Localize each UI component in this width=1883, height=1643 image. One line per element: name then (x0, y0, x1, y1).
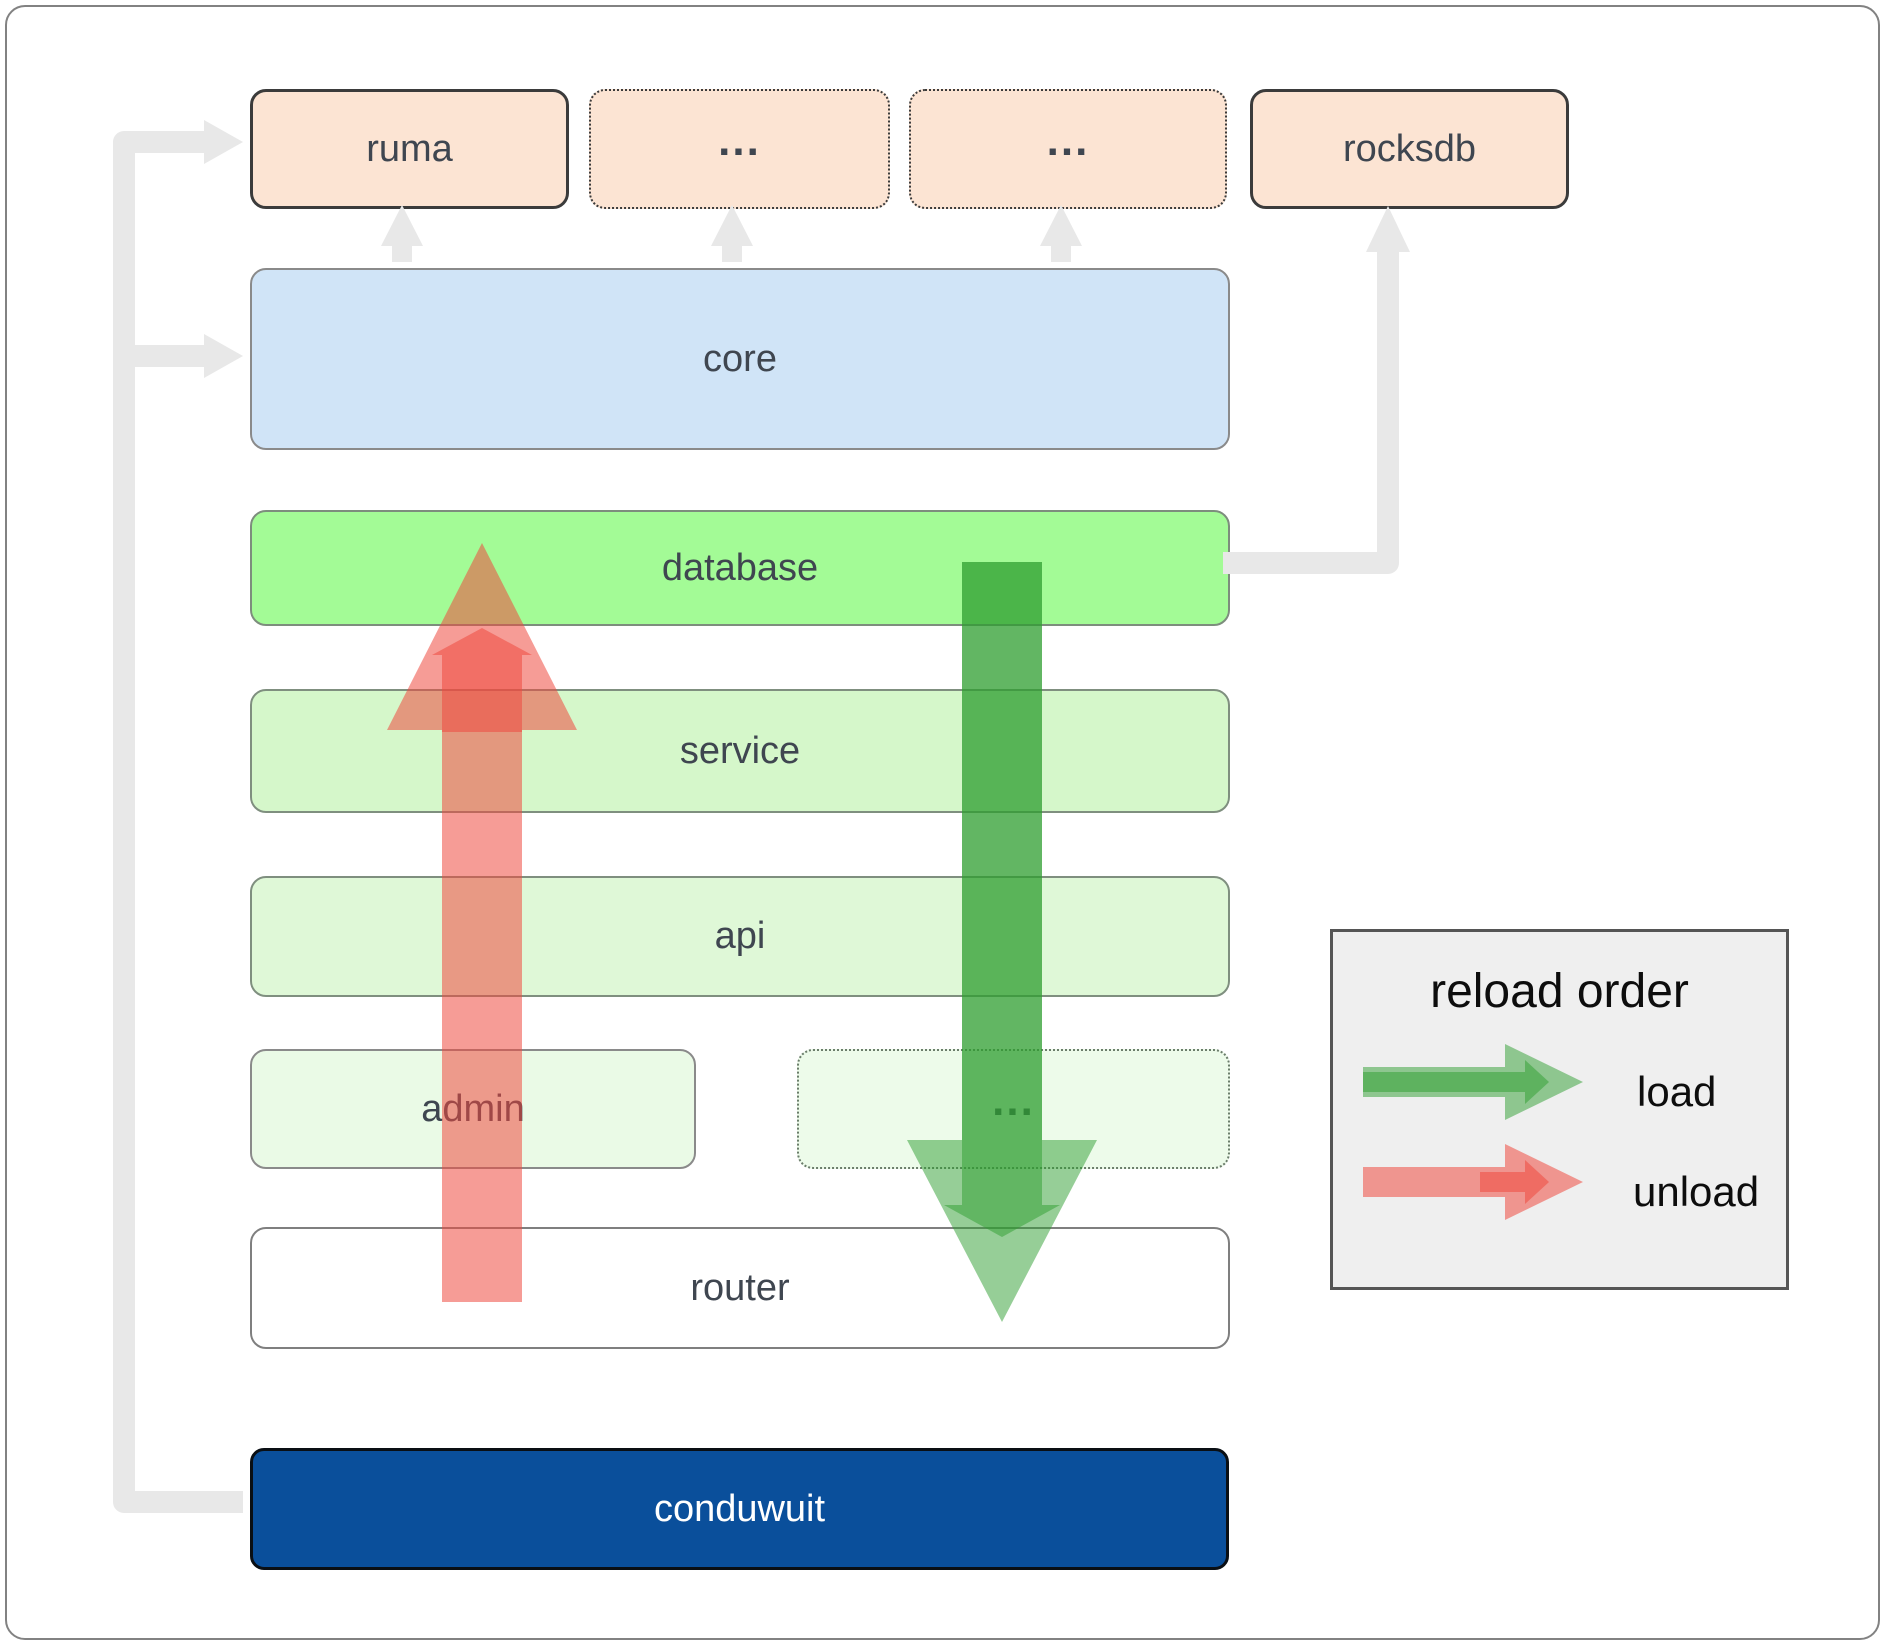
box-admin-ellipsis: ... (797, 1049, 1230, 1169)
box-ruma-label: ruma (366, 127, 453, 170)
box-router: router (250, 1227, 1230, 1349)
box-dependency-ellipsis-1-label: ... (718, 116, 761, 165)
box-core-label: core (703, 337, 777, 380)
box-dependency-ellipsis-2: ... (909, 89, 1227, 209)
box-api-label: api (714, 915, 766, 957)
box-dependency-ellipsis-1: ... (589, 89, 890, 209)
box-conduwuit: conduwuit (250, 1448, 1229, 1570)
box-conduwuit-label: conduwuit (653, 1487, 826, 1530)
box-rocksdb-label: rocksdb (1342, 127, 1477, 170)
box-api: api (250, 876, 1230, 997)
legend-unload-label: unload (1633, 1168, 1760, 1215)
box-database: database (250, 510, 1230, 626)
box-admin: admin (250, 1049, 696, 1169)
box-admin-label: admin (421, 1087, 525, 1130)
box-dependency-ellipsis-2-label: ... (1046, 116, 1090, 165)
box-service-label: service (679, 729, 801, 772)
legend-panel: reload order load unload (1330, 929, 1789, 1290)
diagram-canvas: ruma ... ... rocksdb core database servi… (5, 5, 1880, 1640)
box-ruma: ruma (250, 89, 569, 209)
legend-title: reload order (1430, 965, 1689, 1018)
box-service: service (250, 689, 1230, 813)
box-database-label: database (661, 546, 819, 589)
box-router-label: router (690, 1266, 790, 1309)
box-admin-ellipsis-label: ... (992, 1076, 1035, 1125)
box-rocksdb: rocksdb (1250, 89, 1569, 209)
box-core: core (250, 268, 1230, 450)
legend-load-label: load (1637, 1068, 1717, 1115)
